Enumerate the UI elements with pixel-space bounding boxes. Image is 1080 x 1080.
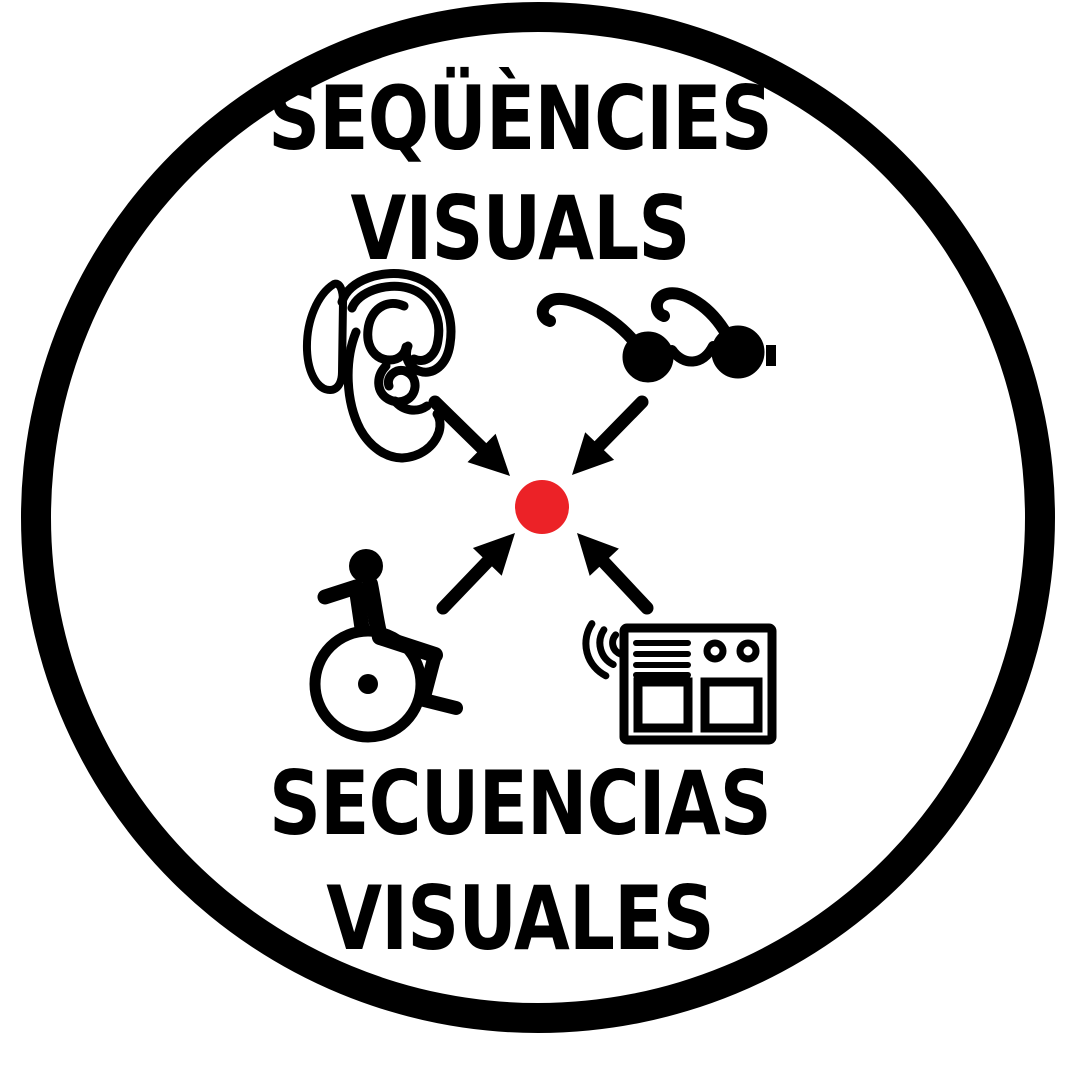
hearing-aid-ear-icon <box>302 269 456 463</box>
title-spanish-line2: VISUALES <box>326 867 714 970</box>
round-glasses-icon <box>536 287 776 383</box>
arrow-top-left <box>428 395 510 476</box>
arrow-bottom-left <box>436 533 515 615</box>
wheelchair-user-icon <box>309 549 463 743</box>
title-catalan-line1: SEQÜÈNCIES <box>268 67 773 170</box>
center-dot <box>515 480 569 534</box>
arrow-top-right <box>572 395 649 475</box>
converging-arrows-icon <box>428 395 654 615</box>
communicator-device-icon <box>582 620 777 745</box>
title-spanish-line1: SECUENCIAS <box>269 752 772 855</box>
title-catalan-line2: VISUALS <box>350 177 690 280</box>
arrow-bottom-right <box>577 533 654 615</box>
